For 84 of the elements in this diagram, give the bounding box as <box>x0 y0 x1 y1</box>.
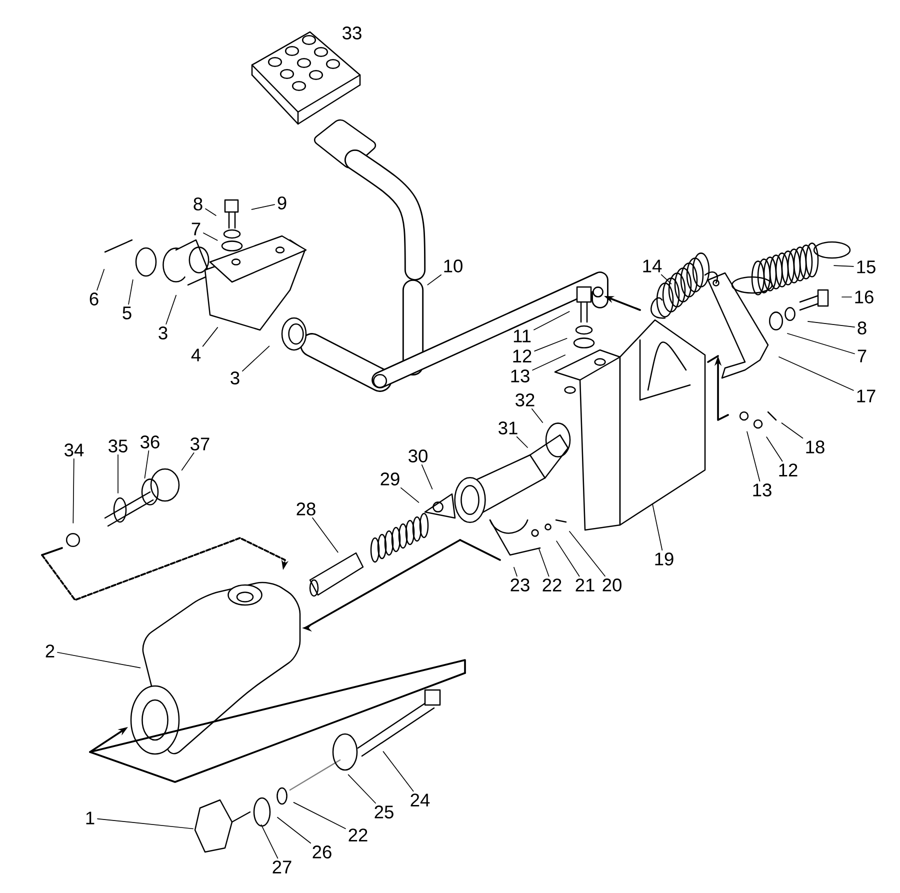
leader-line <box>660 274 672 284</box>
callout-number: 26 <box>312 846 332 858</box>
callout-number: 24 <box>410 794 430 806</box>
leader-line <box>293 802 346 830</box>
callout-number: 28 <box>296 502 316 516</box>
callout-number: 17 <box>857 390 876 402</box>
callout-number: 35 <box>108 440 128 452</box>
leader-line <box>400 487 420 503</box>
leader-line <box>181 452 194 471</box>
leader-line <box>260 824 278 859</box>
leader-line <box>57 652 141 668</box>
callout-number: 15 <box>857 260 876 274</box>
leader-line <box>533 311 570 330</box>
callout-number: 33 <box>342 26 362 40</box>
callout-number: 25 <box>374 806 394 818</box>
leader-line <box>532 408 544 423</box>
leader-line <box>72 458 74 524</box>
callout-number: 8 <box>858 322 866 334</box>
callout-number: 34 <box>64 444 84 456</box>
callout-number: 9 <box>278 196 286 210</box>
leader-line <box>348 774 376 804</box>
leader-line <box>166 294 176 325</box>
callout-number: 8 <box>194 198 202 210</box>
callout-number: 7 <box>858 350 866 362</box>
leader-line <box>242 346 270 372</box>
callout-number: 2 <box>46 644 54 658</box>
leader-line <box>421 464 433 490</box>
callout-number: 31 <box>498 422 518 434</box>
callout-number: 14 <box>643 260 662 272</box>
callout-number: 20 <box>602 578 622 592</box>
leader-line <box>569 530 606 577</box>
leader-line <box>382 751 414 792</box>
callout-number: 13 <box>753 484 772 496</box>
leader-line <box>96 268 105 291</box>
callout-number: 29 <box>380 472 400 486</box>
callout-number: 3 <box>158 326 168 340</box>
leader-line <box>834 265 854 267</box>
callout-number: 36 <box>140 436 160 448</box>
callout-number: 7 <box>192 222 200 236</box>
leader-line <box>534 338 568 352</box>
callout-number: 23 <box>510 578 530 592</box>
leader-line <box>205 208 216 216</box>
leader-line <box>746 431 760 482</box>
callout-number: 30 <box>408 450 428 462</box>
leader-line <box>427 274 442 286</box>
callout-number: 37 <box>190 438 210 450</box>
callout-number: 19 <box>655 552 674 566</box>
callout-number: 12 <box>779 464 798 476</box>
leader-line <box>556 540 580 577</box>
leader-line <box>144 450 150 479</box>
callout-number: 10 <box>444 260 462 272</box>
leader-line <box>532 354 566 371</box>
leader-line <box>781 422 804 439</box>
leader-line <box>128 279 134 305</box>
leader-line <box>277 816 312 844</box>
leader-line <box>766 436 783 462</box>
leader-line <box>808 321 855 328</box>
leader-line <box>312 517 338 553</box>
callout-number: 1 <box>86 812 94 824</box>
callout-number: 4 <box>191 348 201 362</box>
leader-line <box>97 818 194 830</box>
callout-number: 12 <box>513 350 532 362</box>
callout-number: 22 <box>542 578 562 592</box>
leader-line <box>514 566 518 577</box>
leader-line <box>842 296 852 298</box>
leader-line <box>203 232 218 241</box>
leader-line <box>652 503 663 551</box>
callout-number: 13 <box>511 370 530 382</box>
callout-number: 27 <box>272 860 292 874</box>
leader-line <box>202 327 218 347</box>
callout-number: 16 <box>855 290 874 304</box>
callout-number: 21 <box>576 578 594 592</box>
callout-number: 32 <box>516 394 534 406</box>
leader-line <box>516 436 528 448</box>
leader-line <box>778 356 854 391</box>
callout-number: 3 <box>230 372 240 384</box>
callout-number: 11 <box>514 330 531 342</box>
callout-number: 5 <box>122 306 132 320</box>
leader-line <box>787 333 855 354</box>
callout-number: 18 <box>806 440 824 454</box>
leader-line <box>538 548 550 577</box>
callout-number: 6 <box>90 292 98 306</box>
leader-line <box>251 204 275 210</box>
callout-number: 22 <box>348 828 368 842</box>
